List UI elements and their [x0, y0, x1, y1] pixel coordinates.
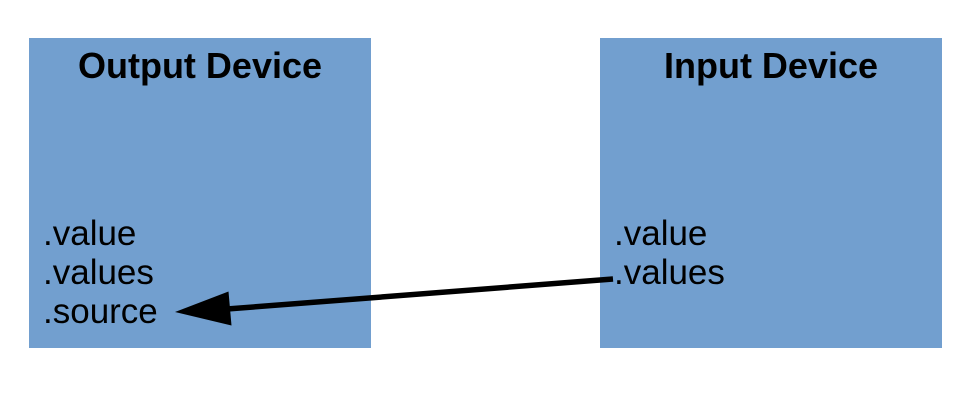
- output-property-value: .value: [43, 214, 137, 253]
- output-property-source: .source: [43, 292, 158, 331]
- node-output-device: Output Device .value .values .source: [29, 38, 371, 348]
- input-property-values: .values: [614, 253, 725, 292]
- input-device-title: Input Device: [663, 45, 879, 86]
- output-device-title: Output Device: [77, 45, 323, 86]
- input-property-value: .value: [614, 214, 708, 253]
- output-device-property-list: .value .values .source: [43, 214, 158, 331]
- output-property-values: .values: [43, 253, 154, 292]
- input-device-property-list: .value .values: [614, 214, 725, 292]
- node-input-device: Input Device .value .values: [600, 38, 942, 348]
